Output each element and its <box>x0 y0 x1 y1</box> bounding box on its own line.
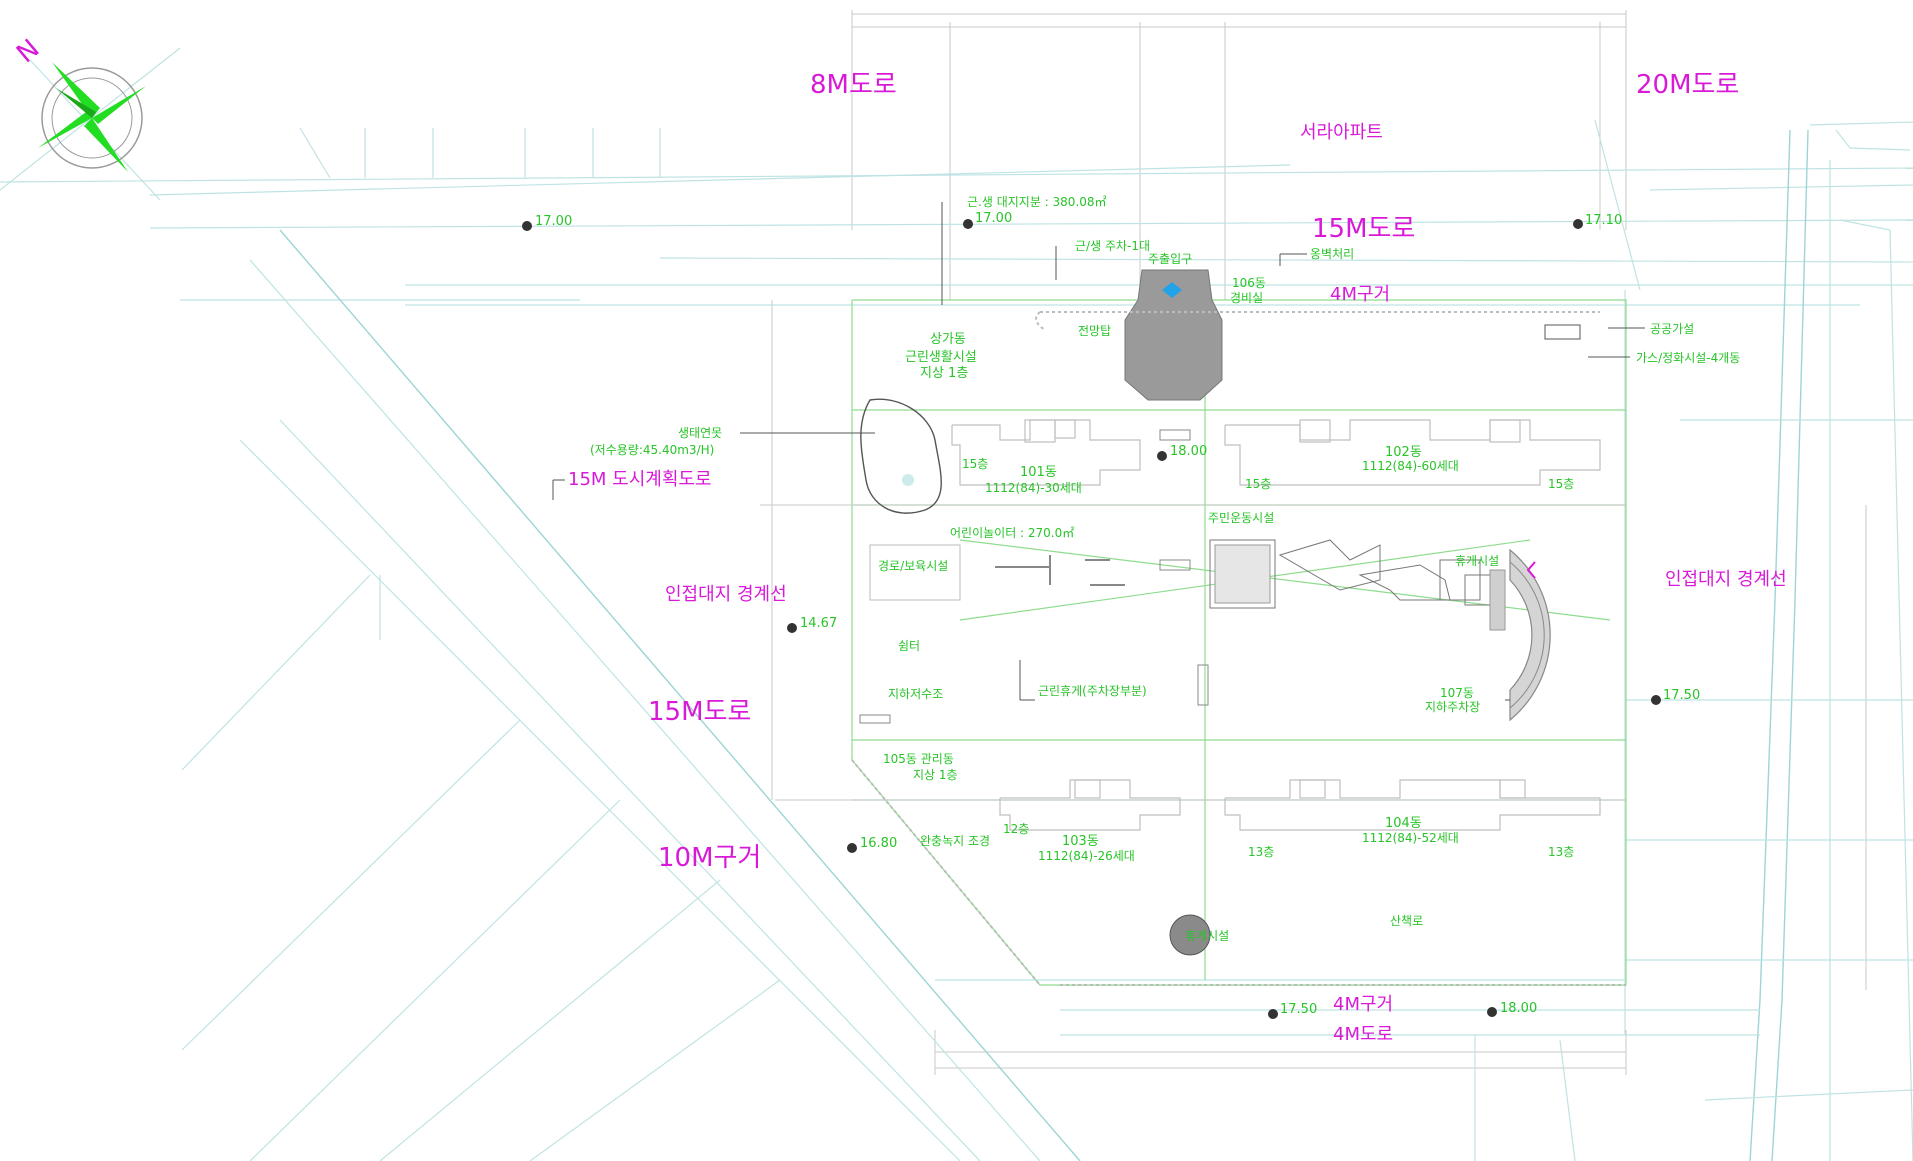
level-17-50-b: 17.50 <box>1280 1002 1317 1017</box>
b101-name: 101동 <box>1020 465 1057 480</box>
ecological-pond <box>860 398 942 514</box>
rest-label: 휴게시설 <box>1455 554 1499 568</box>
north-label: N <box>11 34 45 69</box>
b107-name: 107동 <box>1440 686 1474 700</box>
retaining-label: 옹벽처리 <box>1310 247 1354 261</box>
level-17-00-b: 17.00 <box>975 211 1012 226</box>
store-label-1: 상가동 <box>930 332 966 347</box>
road-20m-label: 20M도로 <box>1636 70 1739 100</box>
b104-units: 1112(84)-52세대 <box>1362 831 1459 845</box>
site-boundary <box>760 299 1627 986</box>
level-17-00-a: 17.00 <box>535 214 572 229</box>
playground <box>869 544 1125 601</box>
rest-pavilion-label: 휴게시설 <box>1185 929 1229 943</box>
septic-label: 가스/정화시설-4개동 <box>1636 351 1740 365</box>
green-buffer-label: 완충녹지 조경 <box>920 834 990 848</box>
guardhouse-106-label: 106동 <box>1232 276 1266 290</box>
water-tank-label: 지하저수조 <box>888 687 943 701</box>
level-16-80: 16.80 <box>860 836 897 851</box>
b105-name: 105동 관리동 <box>883 752 954 766</box>
community-label: 주민운동시설 <box>1208 511 1274 525</box>
building-102 <box>1224 419 1601 486</box>
drop-label: 근린휴게(주차장부분) <box>1038 684 1147 698</box>
b101-floors: 15층 <box>962 457 988 471</box>
main-entrance-gate <box>1124 269 1223 401</box>
garden-label: 쉼터 <box>898 639 920 653</box>
road-15m-top-label: 15M도로 <box>1312 214 1415 244</box>
road-4m-label: 4M도로 <box>1333 1024 1393 1045</box>
level-17-10: 17.10 <box>1585 213 1622 228</box>
b104-floors-r: 13층 <box>1548 845 1574 859</box>
b107-parking: 지하주차장 <box>1425 700 1480 714</box>
b104-floors-l: 13층 <box>1248 845 1274 859</box>
gugeo-4m-top-label: 4M구거 <box>1330 284 1390 305</box>
pond-label-2: (저수용량:45.40m3/H) <box>590 443 714 457</box>
playground-label: 어린이놀이터 : 270.0㎡ <box>950 526 1074 540</box>
b103-name: 103동 <box>1062 834 1099 849</box>
b102-name: 102동 <box>1385 445 1422 460</box>
b105-floors: 지상 1층 <box>913 768 958 782</box>
gugeo-4m-bottom-label: 4M구거 <box>1333 994 1393 1015</box>
rest-pavilion <box>1169 914 1211 956</box>
parking-label: 근/생 주차-1대 <box>1075 239 1150 253</box>
store-label-2: 근린생활시설 <box>905 350 977 365</box>
entrance-label: 주출입구 <box>1148 252 1192 266</box>
boundary-right-label: 인접대지 경계선 <box>1665 569 1787 590</box>
b102-units: 1112(84)-60세대 <box>1362 459 1459 473</box>
compass-rose-icon <box>0 47 181 201</box>
level-17-50-a: 17.50 <box>1663 688 1700 703</box>
b103-floors: 12층 <box>1003 822 1029 836</box>
level-18-00-b: 18.00 <box>1500 1001 1537 1016</box>
leader-lines <box>552 202 1645 701</box>
parking-ramp-107 <box>1509 548 1551 722</box>
gas-label: 공공가설 <box>1650 322 1694 336</box>
b104-name: 104동 <box>1385 816 1422 831</box>
building-104 <box>1224 779 1601 831</box>
dimension-lines <box>771 10 1867 1075</box>
level-14-67: 14.67 <box>800 616 837 631</box>
pond-label-1: 생태연못 <box>678 426 722 440</box>
level-markers <box>522 219 1661 1019</box>
building-103 <box>999 779 1181 831</box>
level-18-00-a: 18.00 <box>1170 444 1207 459</box>
gugeo-10m-label: 10M구거 <box>658 843 761 873</box>
road-15m-left-label: 15M도로 <box>648 697 751 727</box>
elderly-label: 경로/보육시설 <box>878 559 948 573</box>
road-15m-plan-label: 15M 도시계획도로 <box>568 469 712 490</box>
guardhouse-office-label: 경비실 <box>1230 291 1263 305</box>
tower-label: 전망탑 <box>1078 324 1111 338</box>
b102-floors-r: 15층 <box>1548 477 1574 491</box>
b101-units: 1112(84)-30세대 <box>985 481 1082 495</box>
store-label-3: 지상 1층 <box>920 366 968 381</box>
road-8m-label: 8M도로 <box>810 70 897 100</box>
site-area-label: 근.생 대지지분 : 380.08㎡ <box>967 195 1107 209</box>
walkway-label: 산책로 <box>1390 913 1423 928</box>
b102-floors-l: 15층 <box>1245 477 1271 491</box>
building-101 <box>951 419 1141 486</box>
b103-units: 1112(84)-26세대 <box>1038 849 1135 863</box>
neighbor-apartment-label: 서라아파트 <box>1300 122 1383 143</box>
community-facility <box>1209 539 1506 631</box>
boundary-left-label: 인접대지 경계선 <box>665 584 787 605</box>
